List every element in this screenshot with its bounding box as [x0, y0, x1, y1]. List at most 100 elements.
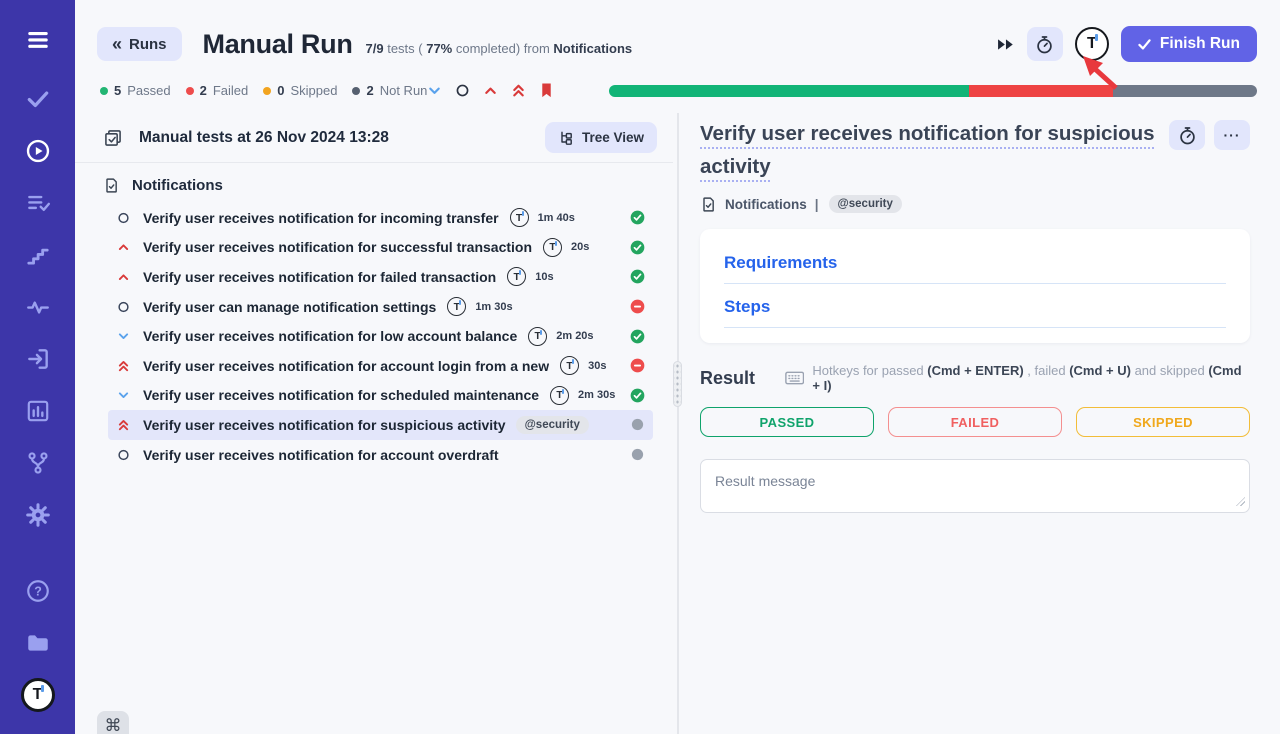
result-skipped-button[interactable]: SKIPPED: [1076, 407, 1250, 437]
back-to-runs-button[interactable]: « Runs: [97, 27, 182, 61]
test-row[interactable]: Verify user receives notification for fa…: [108, 262, 653, 292]
priority-critical-icon[interactable]: [511, 82, 526, 99]
milestones-icon[interactable]: [25, 242, 51, 268]
branch-icon[interactable]: [25, 450, 51, 476]
keyboard-icon: [785, 370, 805, 386]
test-title: Verify user receives notification for su…: [143, 239, 533, 256]
priority-high-icon[interactable]: [483, 82, 498, 99]
hotkeys-hint: Hotkeys for passed (Cmd + ENTER) , faile…: [812, 363, 1242, 393]
testomat-logo-icon: T: [550, 385, 570, 405]
suite-row[interactable]: Notifications: [75, 167, 673, 203]
status-passed-icon: [630, 388, 645, 403]
test-title: Verify user receives notification for su…: [143, 416, 506, 433]
test-detail-panel: Verify user receives notification for su…: [682, 113, 1280, 734]
document-check-icon: [103, 177, 120, 194]
status-passed-icon: [630, 210, 645, 225]
testomat-logo[interactable]: T: [1074, 27, 1109, 61]
result-message-input[interactable]: [700, 459, 1250, 513]
priority-circle-icon: [117, 211, 130, 225]
test-list: Verify user receives notification for in…: [75, 203, 673, 469]
tag-badge[interactable]: @security: [828, 195, 902, 213]
more-options-button[interactable]: ···: [1214, 120, 1250, 150]
test-title: Verify user receives notification for sc…: [143, 387, 540, 404]
section-requirements[interactable]: Requirements: [724, 253, 1226, 284]
testomat-logo-icon: T: [528, 326, 548, 346]
testomat-logo-icon: T: [560, 356, 580, 376]
test-row[interactable]: Verify user receives notification for in…: [108, 203, 653, 233]
command-key-button[interactable]: ⌘: [97, 711, 129, 734]
test-duration: 2m 20s: [556, 330, 594, 343]
main-area: « Runs Manual Run 7/9 tests ( 77% comple…: [75, 0, 1280, 734]
app-logo[interactable]: T: [20, 678, 55, 712]
bookmark-icon[interactable]: [539, 82, 554, 99]
section-steps[interactable]: Steps: [724, 297, 1226, 328]
test-duration: 1m 30s: [475, 300, 513, 313]
test-row[interactable]: Verify user receives notification for ac…: [108, 440, 653, 470]
suite-name: Notifications: [132, 176, 223, 194]
progress-segment-passed: [609, 84, 970, 97]
priority-circle-icon: [117, 300, 130, 314]
breadcrumb-suite[interactable]: Notifications: [725, 196, 807, 212]
check-icon: [1138, 38, 1151, 50]
run-progress-bar: [609, 84, 1257, 97]
priority-dup-icon: [117, 418, 130, 432]
test-title: Verify user can manage notification sett…: [143, 298, 437, 315]
test-duration: 30s: [588, 359, 607, 372]
pulse-icon[interactable]: [25, 294, 51, 320]
status-passed-icon: [630, 329, 645, 344]
test-row[interactable]: Verify user receives notification for su…: [108, 233, 653, 263]
command-icon: ⌘: [104, 716, 122, 734]
test-title: Verify user receives notification for su…: [700, 122, 1155, 178]
test-timer-button[interactable]: [1169, 120, 1205, 150]
back-label: Runs: [129, 35, 167, 53]
priority-circle-icon: [117, 448, 130, 462]
result-failed-button[interactable]: FAILED: [888, 407, 1062, 437]
resize-handle-icon[interactable]: [1236, 497, 1245, 506]
breadcrumb: Notifications | @security: [700, 195, 1250, 213]
test-row[interactable]: Verify user can manage notification sett…: [108, 292, 653, 322]
tag-badge[interactable]: @security: [515, 415, 589, 434]
status-notrun-icon: [630, 417, 645, 432]
settings-icon[interactable]: [25, 502, 51, 528]
test-list-panel: Manual tests at 26 Nov 2024 13:28 Tree V…: [75, 113, 673, 734]
test-row[interactable]: Verify user receives notification for ac…: [108, 351, 653, 381]
topbar-actions: T Finish Run: [996, 26, 1257, 62]
analytics-icon[interactable]: [25, 398, 51, 424]
priority-low-icon[interactable]: [427, 82, 442, 99]
test-title: Verify user receives notification for lo…: [143, 328, 518, 345]
tests-icon[interactable]: [25, 86, 51, 112]
finish-run-button[interactable]: Finish Run: [1120, 26, 1257, 62]
timer-button[interactable]: [1026, 27, 1063, 61]
testomat-logo-icon: T: [507, 267, 527, 287]
test-row[interactable]: Verify user receives notification for sc…: [108, 381, 653, 411]
result-passed-button[interactable]: PASSED: [700, 407, 874, 437]
plans-icon[interactable]: [25, 190, 51, 216]
status-dot-icon: [185, 86, 194, 95]
run-title: Manual tests at 26 Nov 2024 13:28: [139, 128, 389, 146]
testomat-logo-icon: T: [447, 297, 467, 317]
help-icon[interactable]: ?: [25, 578, 51, 604]
app-logo-letter: T: [32, 686, 43, 703]
fast-forward-icon[interactable]: [996, 38, 1015, 51]
priority-normal-icon[interactable]: [455, 82, 470, 99]
runs-icon[interactable]: [25, 138, 51, 164]
projects-icon[interactable]: [25, 630, 51, 656]
test-row[interactable]: Verify user receives notification for lo…: [108, 321, 653, 351]
test-title: Verify user receives notification for ac…: [143, 446, 499, 463]
page-title: Manual Run: [202, 28, 353, 59]
menu-icon[interactable]: [25, 27, 51, 53]
tree-icon: [558, 130, 574, 146]
status-failed-icon: [630, 299, 645, 314]
status-dot-icon: [263, 86, 272, 95]
import-icon[interactable]: [25, 346, 51, 372]
resizer-grip[interactable]: [673, 361, 682, 407]
test-duration: 20s: [571, 241, 590, 254]
tree-view-button[interactable]: Tree View: [544, 122, 657, 153]
test-row[interactable]: Verify user receives notification for su…: [108, 410, 653, 440]
priority-dup-icon: [117, 359, 130, 373]
svg-text:?: ?: [34, 585, 42, 599]
panel-resizer[interactable]: [673, 113, 682, 734]
